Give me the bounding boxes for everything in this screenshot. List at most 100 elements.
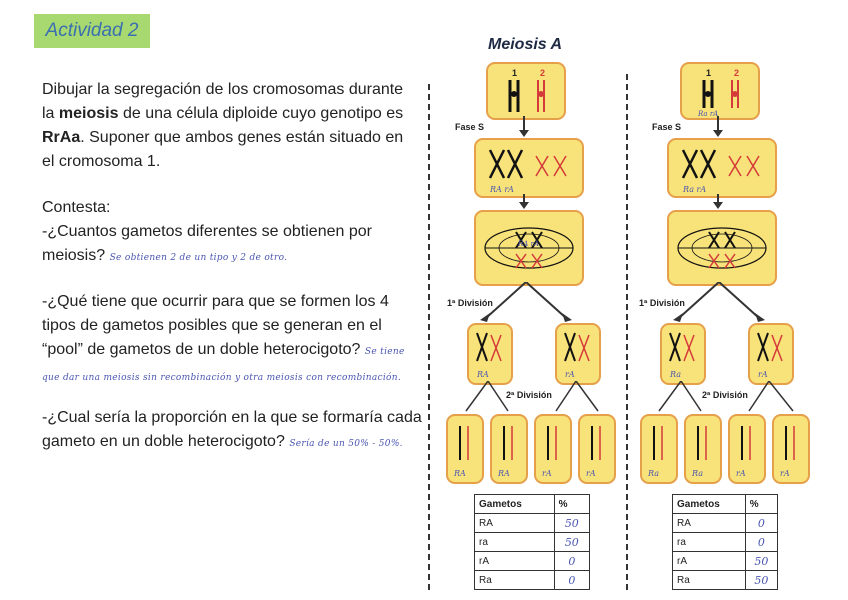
table-cell: RA xyxy=(474,513,555,533)
spindle-left: RA rA xyxy=(484,227,574,269)
d1-cell-right-b: rA xyxy=(748,323,794,385)
d1-chromosomes-icon: RA xyxy=(476,332,502,379)
gamete-cell-left-2: RA xyxy=(490,414,528,484)
s-phase-chromosomes-right: Ra rA xyxy=(681,149,760,194)
table-header-row: Gametos% xyxy=(672,494,779,514)
division-arrows-icon xyxy=(480,282,572,322)
s-phase-chromosomes-left: RA rA xyxy=(488,149,567,194)
prompt-text-1: Dibujar la segregación de los cromosomas… xyxy=(42,81,404,122)
div2-label-right: 2ª División xyxy=(702,390,748,400)
g1-chromosomes-left: 1 2 xyxy=(508,68,545,112)
table-cell: 50 xyxy=(553,532,591,552)
table-header-cell: Gametos xyxy=(672,494,746,514)
prompt-text-3: . Suponer que ambos genes están situado … xyxy=(42,129,404,170)
gamete-genotype-right-3: rA xyxy=(736,469,746,478)
d1-chromosomes-icon: Ra xyxy=(669,332,695,379)
gamete-cell-right-3: rA xyxy=(728,414,766,484)
gamete-chromosome-icon: RA xyxy=(497,426,513,478)
separator-line-left xyxy=(428,84,430,590)
gamete-genotype-left-2: RA xyxy=(497,469,510,478)
gamete-chromosome-icon: rA xyxy=(736,426,751,478)
arrow-down-icon xyxy=(713,194,723,209)
table-cell: rA xyxy=(672,551,746,571)
gamete-cell-right-2: Ra xyxy=(684,414,722,484)
fase-s-label-right: Fase S xyxy=(652,122,682,132)
g1-chromosomes-right: 1 2 Ra rA xyxy=(697,68,739,118)
metaphase-cell-right xyxy=(667,210,777,286)
answer-2: Se tiene que dar una meiosis sin recombi… xyxy=(42,347,405,383)
chromosome-label-1: 1 xyxy=(706,68,711,78)
g1-cell-left: 1 2 xyxy=(486,62,566,120)
d1-cell-left-b: rA xyxy=(555,323,601,385)
separator-line-right xyxy=(626,74,628,590)
question-3: -¿Cual sería la proporción en la que se … xyxy=(42,406,422,456)
spindle-right xyxy=(677,227,767,269)
gamete-genotype-right-4: rA xyxy=(780,469,790,478)
diagram-title: Meiosis A xyxy=(488,36,563,53)
d1-genotype-right-a: Ra xyxy=(669,370,681,379)
table-cell: 50 xyxy=(553,513,591,533)
gamete-chromosome-icon: RA xyxy=(453,426,469,478)
table-header-cell: % xyxy=(553,494,591,514)
table-cell: rA xyxy=(474,551,555,571)
chromosome-label-2: 2 xyxy=(734,68,739,78)
div1-label-right: 1ª División xyxy=(639,298,685,308)
arrow-down-icon xyxy=(519,116,529,137)
prompt-text-2: de una célula diploide cuyo genotipo es xyxy=(118,105,404,122)
gamete-cell-left-3: rA xyxy=(534,414,572,484)
d1-genotype-left-b: rA xyxy=(565,370,575,379)
gamete-chromosome-icon: rA xyxy=(780,426,795,478)
s-phase-genotype-right: Ra rA xyxy=(682,185,706,194)
table-cell: RA xyxy=(672,513,746,533)
d1-chromosomes-icon: rA xyxy=(564,332,590,379)
prompt-bold-meiosis: meiosis xyxy=(58,105,119,122)
question-prompt: Dibujar la segregación de los cromosomas… xyxy=(42,78,416,174)
division2-arrows-icon xyxy=(658,381,794,412)
table-cell: 0 xyxy=(744,513,779,533)
d1-genotype-left-a: RA xyxy=(476,370,489,379)
activity-title: Actividad 2 xyxy=(34,14,150,48)
g1-genotype-right: Ra rA xyxy=(697,110,718,118)
fase-s-label-left: Fase S xyxy=(455,122,485,132)
gamete-cell-left-1: RA xyxy=(446,414,484,484)
g1-cell-right: 1 2 Ra rA xyxy=(680,62,760,120)
chromosome-label-1: 1 xyxy=(512,68,517,78)
table-header-row: Gametos% xyxy=(474,494,591,514)
question-1-text: -¿Cuantos gametos diferentes se obtienen… xyxy=(42,223,372,264)
d1-genotype-right-b: rA xyxy=(758,370,768,379)
table-cell: 50 xyxy=(744,551,779,571)
gamete-chromosome-icon: rA xyxy=(586,426,601,478)
gamete-chromosome-icon: Ra xyxy=(647,426,663,478)
gamete-cell-left-4: rA xyxy=(578,414,616,484)
question-1: -¿Cuantos gametos diferentes se obtienen… xyxy=(42,220,422,270)
d1-cell-right-a: Ra xyxy=(660,323,706,385)
d1-chromosomes-icon: rA xyxy=(757,332,783,379)
arrow-down-icon xyxy=(713,116,723,137)
gamete-genotype-left-1: RA xyxy=(453,469,466,478)
question-3-text: -¿Cual sería la proporción en la que se … xyxy=(42,409,422,450)
division-arrows-icon xyxy=(673,282,765,322)
table-cell: ra xyxy=(672,532,746,552)
question-2: -¿Qué tiene que ocurrir para que se form… xyxy=(42,290,422,390)
table-header-cell: Gametos xyxy=(474,494,555,514)
table-cell: 0 xyxy=(553,551,591,571)
chromosome-label-2: 2 xyxy=(540,68,545,78)
table-cell: 50 xyxy=(744,570,779,590)
gamete-genotype-left-3: rA xyxy=(542,469,552,478)
answer-3: Sería de un 50% - 50%. xyxy=(289,439,403,449)
table-cell: 0 xyxy=(553,570,591,590)
div2-label-left: 2ª División xyxy=(506,390,552,400)
metaphase-genotype-left: RA rA xyxy=(517,240,539,248)
s-phase-cell-right: Ra rA xyxy=(667,138,777,198)
table-cell: Ra xyxy=(474,570,555,590)
metaphase-cell-left: RA rA xyxy=(474,210,584,286)
